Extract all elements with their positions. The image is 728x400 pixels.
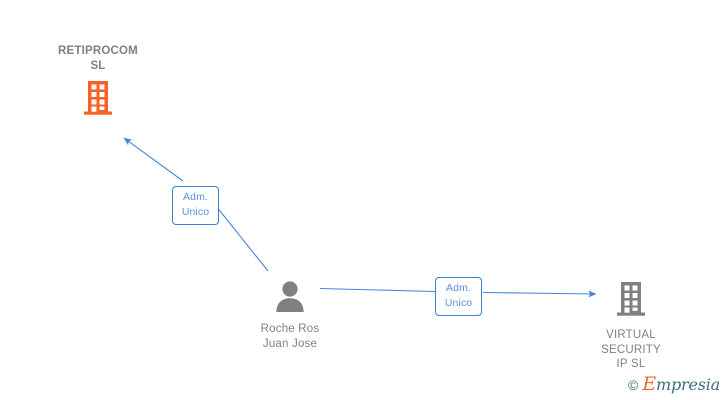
node-retiprocom-label: RETIPROCOM SL: [58, 45, 138, 72]
building-icon: [614, 281, 648, 322]
brand-logo-rest: mpresia: [656, 375, 720, 394]
building-icon: [81, 80, 115, 121]
node-person[interactable]: Roche Ros Juan Jose: [215, 280, 365, 351]
copyright-icon: ©: [628, 376, 639, 393]
brand-logo-initial: E: [642, 373, 656, 395]
node-person-label: Roche Ros Juan Jose: [260, 323, 320, 350]
watermark: © Empresia: [628, 375, 720, 394]
brand-logo: Empresia: [642, 375, 720, 394]
node-virtual-security[interactable]: VIRTUAL SECURITY IP SL: [556, 281, 706, 372]
edge-label-adm-unico-retiprocom[interactable]: Adm. Unico: [172, 186, 219, 225]
edge-label-adm-unico-virtual[interactable]: Adm. Unico: [435, 277, 482, 316]
node-retiprocom[interactable]: RETIPROCOM SL: [23, 44, 173, 121]
node-virtual-security-label: VIRTUAL SECURITY IP SL: [601, 329, 661, 370]
person-icon: [273, 280, 307, 317]
